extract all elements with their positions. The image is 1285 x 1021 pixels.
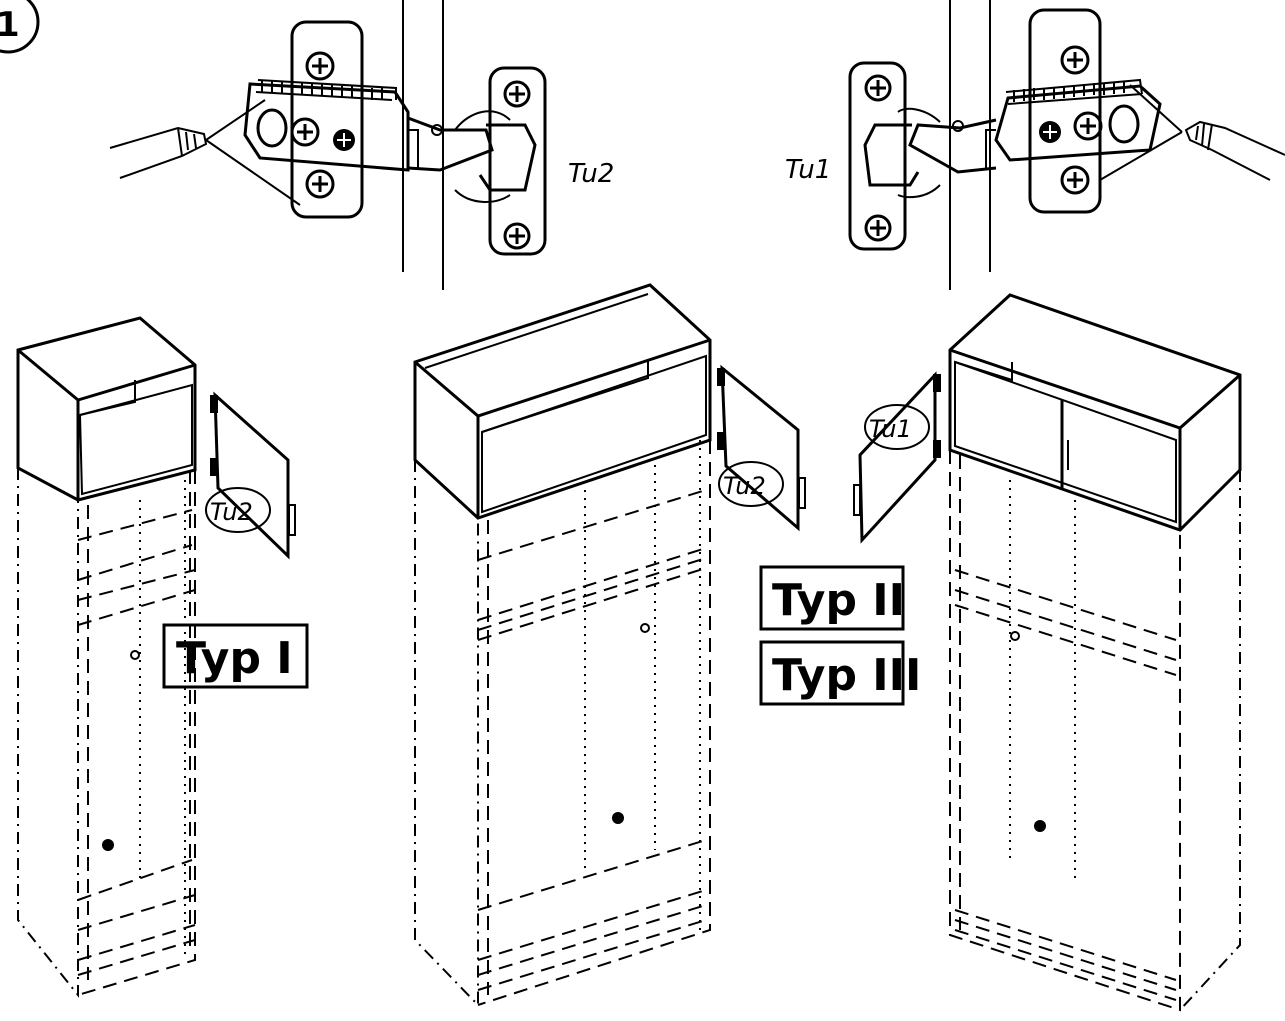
hinge-icon — [243, 79, 494, 172]
mounting-plate-icon — [290, 20, 364, 219]
screw-icon — [290, 51, 531, 250]
hinge-detail-right: Tu1 — [785, 0, 1285, 290]
hinge-icon — [908, 78, 1162, 174]
cabinet-right-door-label: Tu1 — [869, 415, 912, 443]
knob-icon — [612, 812, 624, 824]
cabinet-typ-2: Tu2 Typ II — [413, 283, 905, 1008]
step-badge: 1 — [0, 0, 40, 54]
hinge-left-label: Tu2 — [568, 159, 614, 189]
typ-2-label: Typ II — [772, 575, 905, 626]
screwdriver-icon — [109, 126, 208, 179]
cabinet-left-door-label: Tu2 — [210, 498, 253, 526]
hinge-right-label: Tu1 — [785, 155, 831, 185]
cabinet-typ-3: Tu1 Typ III — [759, 293, 1242, 1012]
cabinet-typ-1: Tu2 Typ I — [16, 316, 309, 998]
hinge-detail-left: Tu2 — [109, 0, 614, 290]
step-number: 1 — [0, 5, 20, 45]
screw-icon — [864, 45, 1103, 242]
screwdriver-icon — [1184, 120, 1285, 181]
knob-icon — [1034, 820, 1046, 832]
knob-icon — [102, 839, 114, 851]
cabinet-middle-door-label: Tu2 — [723, 472, 766, 500]
typ-3-label: Typ III — [772, 650, 921, 701]
mounting-plate-icon — [1028, 8, 1102, 214]
typ-1-label: Typ I — [176, 633, 293, 684]
